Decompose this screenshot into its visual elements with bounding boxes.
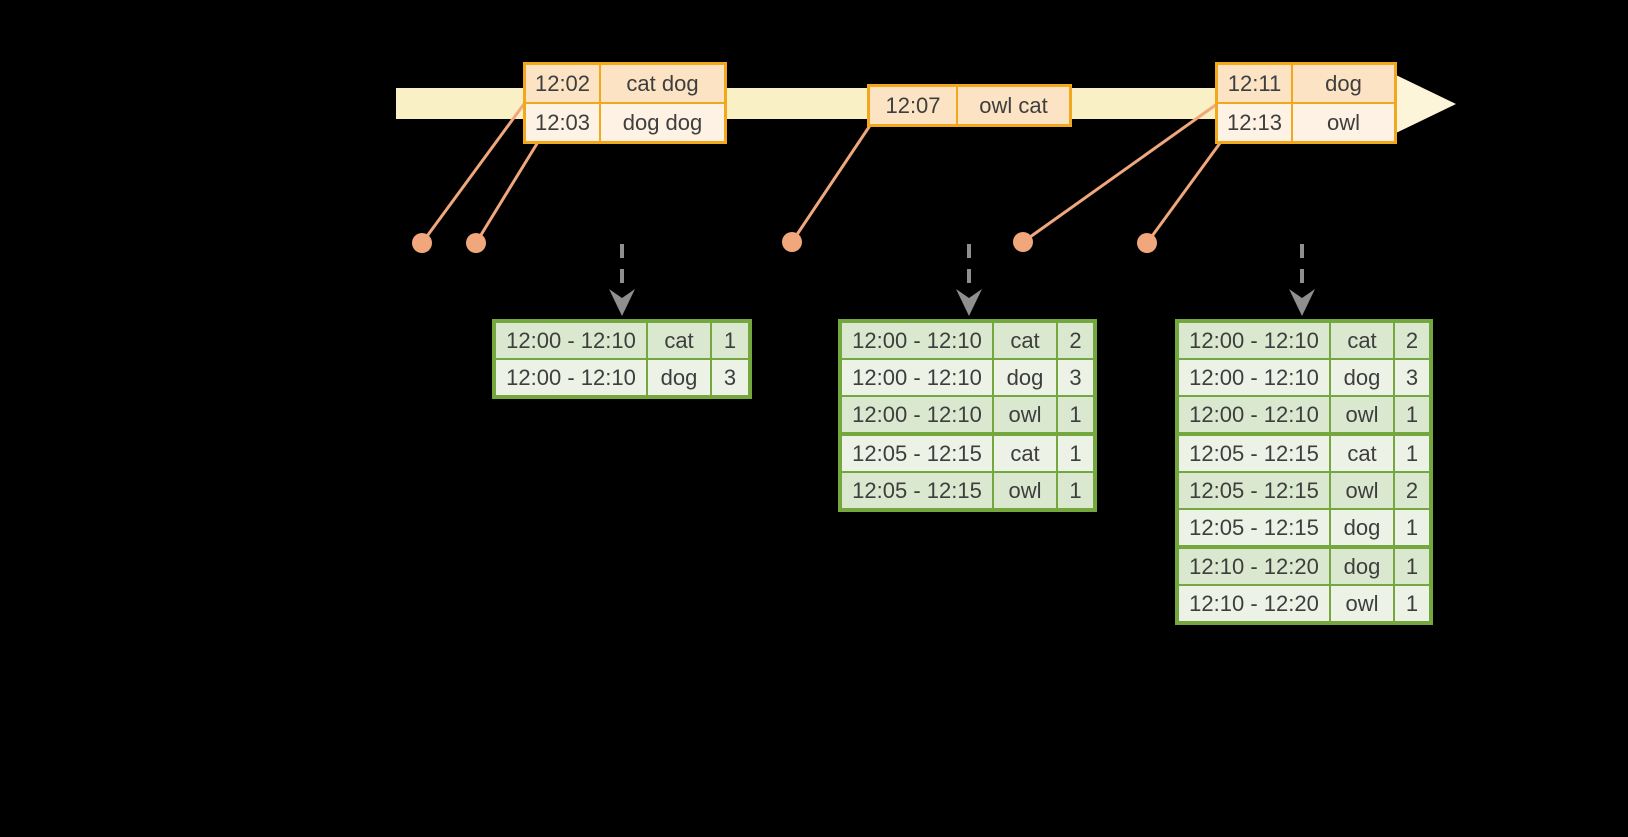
word-cell: owl bbox=[994, 397, 1056, 432]
event-dot bbox=[1137, 233, 1157, 253]
event-words-cell: owl bbox=[1293, 104, 1394, 141]
event-time-cell: 12:13 bbox=[1218, 104, 1291, 141]
word-cell: dog bbox=[994, 360, 1056, 395]
event-connector-line bbox=[1022, 102, 1218, 244]
event-time-cell: 12:07 bbox=[870, 87, 956, 124]
word-cell: cat bbox=[1331, 436, 1393, 471]
count-cell: 2 bbox=[1058, 323, 1093, 358]
event-dot bbox=[466, 233, 486, 253]
event-dot bbox=[412, 233, 432, 253]
word-cell: owl bbox=[994, 473, 1056, 508]
count-cell: 3 bbox=[1058, 360, 1093, 395]
timeline-arrowhead-icon bbox=[1396, 75, 1456, 133]
event-words-cell: cat dog bbox=[601, 65, 724, 102]
word-cell: cat bbox=[994, 436, 1056, 471]
window-cell: 12:05 - 12:15 bbox=[1179, 473, 1329, 508]
window-cell: 12:00 - 12:10 bbox=[842, 360, 992, 395]
window-cell: 12:00 - 12:10 bbox=[842, 323, 992, 358]
count-cell: 2 bbox=[1395, 323, 1429, 358]
word-cell: cat bbox=[648, 323, 710, 358]
window-cell: 12:00 - 12:10 bbox=[1179, 323, 1329, 358]
event-connector-line bbox=[790, 123, 873, 243]
window-cell: 12:10 - 12:20 bbox=[1179, 586, 1329, 621]
word-cell: owl bbox=[1331, 397, 1393, 432]
count-cell: 1 bbox=[712, 323, 748, 358]
count-cell: 2 bbox=[1395, 473, 1429, 508]
count-cell: 1 bbox=[1395, 397, 1429, 432]
event-dot bbox=[1013, 232, 1033, 252]
word-cell: dog bbox=[1331, 510, 1393, 545]
count-cell: 1 bbox=[1395, 510, 1429, 545]
event-time-cell: 12:03 bbox=[526, 104, 599, 141]
word-cell: dog bbox=[1331, 360, 1393, 395]
event-connector-line bbox=[420, 103, 526, 244]
event-words-cell: dog dog bbox=[601, 104, 724, 141]
window-cell: 12:05 - 12:15 bbox=[842, 473, 992, 508]
window-cell: 12:00 - 12:10 bbox=[1179, 397, 1329, 432]
window-cell: 12:05 - 12:15 bbox=[1179, 436, 1329, 471]
event-dot bbox=[782, 232, 802, 252]
event-time-cell: 12:02 bbox=[526, 65, 599, 102]
window-cell: 12:00 - 12:10 bbox=[496, 323, 646, 358]
trigger-arrow-head-icon bbox=[609, 289, 635, 316]
window-cell: 12:10 - 12:20 bbox=[1179, 549, 1329, 584]
word-cell: cat bbox=[1331, 323, 1393, 358]
word-cell: cat bbox=[994, 323, 1056, 358]
word-cell: owl bbox=[1331, 586, 1393, 621]
count-cell: 1 bbox=[1395, 586, 1429, 621]
event-words-cell: dog bbox=[1293, 65, 1394, 102]
word-cell: dog bbox=[1331, 549, 1393, 584]
count-cell: 1 bbox=[1058, 473, 1093, 508]
trigger-arrow-head-icon bbox=[1289, 289, 1315, 316]
count-cell: 1 bbox=[1395, 436, 1429, 471]
trigger-arrow-head-icon bbox=[956, 289, 982, 316]
event-time-cell: 12:11 bbox=[1218, 65, 1291, 102]
word-cell: dog bbox=[648, 360, 710, 395]
event-connector-line bbox=[1145, 138, 1225, 244]
window-cell: 12:05 - 12:15 bbox=[1179, 510, 1329, 545]
window-cell: 12:00 - 12:10 bbox=[496, 360, 646, 395]
count-cell: 3 bbox=[712, 360, 748, 395]
word-cell: owl bbox=[1331, 473, 1393, 508]
window-cell: 12:00 - 12:10 bbox=[842, 397, 992, 432]
window-cell: 12:00 - 12:10 bbox=[1179, 360, 1329, 395]
count-cell: 1 bbox=[1395, 549, 1429, 584]
count-cell: 3 bbox=[1395, 360, 1429, 395]
event-words-cell: owl cat bbox=[958, 87, 1069, 124]
window-cell: 12:05 - 12:15 bbox=[842, 436, 992, 471]
count-cell: 1 bbox=[1058, 397, 1093, 432]
event-connector-line bbox=[474, 141, 540, 244]
count-cell: 1 bbox=[1058, 436, 1093, 471]
